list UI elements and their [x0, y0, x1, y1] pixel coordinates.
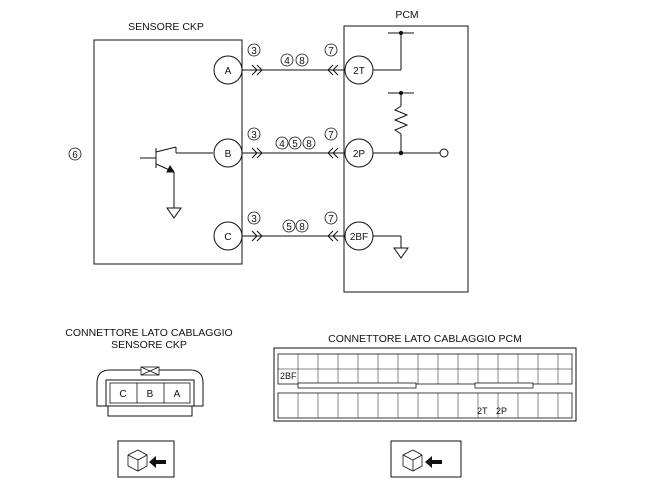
sensor-connector-title-line1: CONNETTORE LATO CABLAGGIO [65, 327, 232, 339]
pcm-connector-pin-2bf: 2BF [280, 371, 297, 381]
wire-a-callout-4: 4 [284, 56, 290, 67]
wire-c-callout-7: 7 [328, 214, 334, 225]
pcm-connector-pin-2t: 2T [477, 406, 488, 416]
pcm-internal-2p [373, 90, 449, 158]
pcm-title: PCM [395, 9, 418, 21]
wire-row-b: B 3 4 5 8 7 2P [213, 127, 374, 168]
callout-6-label: 6 [72, 150, 78, 161]
sensor-connector-title-line2: SENSORE CKP [111, 339, 187, 351]
wire-b-callout-7: 7 [328, 130, 334, 141]
callout-6: 6 [68, 147, 82, 161]
wire-c-callout-5: 5 [286, 222, 292, 233]
wire-b-callout-5: 5 [292, 139, 298, 150]
sensor-connector-cell-b: B [147, 389, 154, 400]
pcm-connector-pin-2p: 2P [496, 406, 507, 416]
wire-row-c: C 3 5 8 7 2BF [213, 211, 374, 251]
pcm-connector-face [273, 347, 577, 422]
wire-c-callout-3: 3 [251, 214, 257, 225]
pcm-pin-2bf-label: 2BF [350, 232, 368, 243]
wire-a-callout-3: 3 [251, 46, 257, 57]
pcm-pin-2t-label: 2T [353, 66, 365, 77]
connector-view-icon-left [117, 440, 175, 478]
sensor-pin-c-label: C [224, 232, 231, 243]
sensor-connector-face: C B A [96, 366, 204, 417]
transistor-symbol [140, 146, 213, 219]
sensor-connector-cell-a: A [174, 389, 181, 400]
wire-b-callout-4: 4 [279, 139, 285, 150]
pcm-pin-2p-label: 2P [353, 149, 366, 160]
sensor-pin-a-label: A [225, 66, 232, 77]
pcm-box [343, 25, 469, 293]
wire-a-callout-7: 7 [328, 46, 334, 57]
pcm-connector-title: CONNETTORE LATO CABLAGGIO PCM [328, 333, 522, 345]
wire-b-callout-3: 3 [251, 130, 257, 141]
wire-a-callout-8: 8 [299, 56, 305, 67]
wire-c-callout-8: 8 [299, 222, 305, 233]
sensor-pin-b-label: B [225, 149, 232, 160]
pcm-internal-2t [373, 30, 414, 71]
connector-view-icon-right [390, 440, 462, 478]
pcm-internal-2bf [373, 235, 409, 259]
sensor-title: SENSORE CKP [128, 21, 204, 33]
wire-b-callout-8: 8 [306, 139, 312, 150]
sensor-connector-cell-c: C [119, 389, 126, 400]
wire-row-a: A 3 4 8 7 2T [213, 43, 374, 85]
